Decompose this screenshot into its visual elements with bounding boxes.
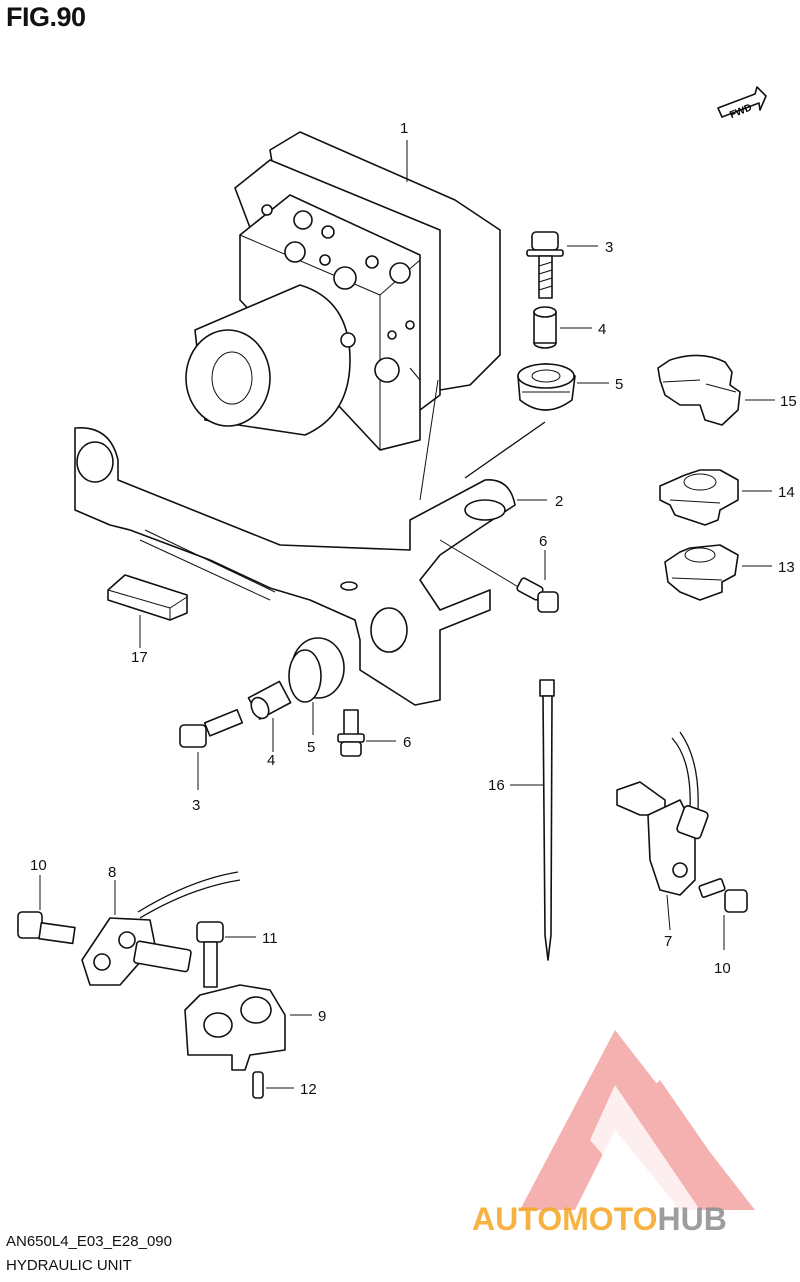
pad-part-17 [107, 574, 188, 648]
callout-7: 7 [664, 933, 672, 950]
callout-3-lower: 3 [192, 797, 200, 814]
sensor-part-7 [616, 731, 748, 950]
grommet-part-5-upper [517, 363, 609, 411]
bracket-part-2 [74, 367, 547, 706]
callout-9: 9 [318, 1008, 326, 1025]
callout-15: 15 [780, 393, 797, 410]
callout-6-lower: 6 [403, 734, 411, 751]
clamp-part-13 [664, 544, 772, 601]
callout-10-right: 10 [714, 960, 731, 977]
clamp-part-15 [657, 354, 775, 426]
callout-4-lower: 4 [267, 752, 275, 769]
callout-1: 1 [400, 120, 408, 137]
bolt-part-6-lower [337, 709, 396, 757]
callout-11: 11 [262, 930, 278, 947]
callout-8: 8 [108, 864, 116, 881]
callout-10-left: 10 [30, 857, 47, 874]
bolt-part-3-lower [179, 708, 244, 790]
watermark-logo [520, 1030, 755, 1210]
collar-part-4-upper [533, 306, 592, 349]
watermark-text: AUTOMOTOHUB [472, 1201, 727, 1237]
hydraulic-unit-part-1 [185, 131, 501, 451]
grommet-part-5-lower [288, 637, 345, 735]
bolt-part-11 [196, 921, 256, 988]
diagram-caption: HYDRAULIC UNIT [6, 1257, 132, 1274]
bolt-part-10-left [17, 875, 76, 945]
callout-13: 13 [778, 559, 795, 576]
cable-tie-part-16 [510, 679, 555, 961]
figure-title: FIG.90 [6, 2, 86, 32]
sensor-bracket-part-9 [184, 984, 312, 1071]
sensor-part-8 [81, 871, 241, 986]
clamp-part-14 [659, 469, 772, 526]
diagram-code: AN650L4_E03_E28_090 [6, 1233, 172, 1250]
callout-14: 14 [778, 484, 795, 501]
pin-part-12 [252, 1071, 294, 1099]
callout-2: 2 [555, 493, 563, 510]
bolt-part-3-upper [526, 231, 598, 299]
watermark-text-orange: AUTOMOTO [472, 1201, 657, 1237]
collar-part-4-lower [247, 680, 292, 752]
callout-5-lower: 5 [307, 739, 315, 756]
fwd-arrow-icon: FWD [717, 86, 767, 121]
callout-12: 12 [300, 1081, 317, 1098]
callout-4-upper: 4 [598, 321, 606, 338]
callout-3-upper: 3 [605, 239, 613, 256]
callout-17: 17 [131, 649, 148, 666]
bolt-part-6-upper [439, 539, 559, 613]
callout-6-upper: 6 [539, 533, 547, 550]
callout-5-upper: 5 [615, 376, 623, 393]
callout-16: 16 [488, 777, 505, 794]
watermark-text-gray: HUB [657, 1201, 726, 1237]
